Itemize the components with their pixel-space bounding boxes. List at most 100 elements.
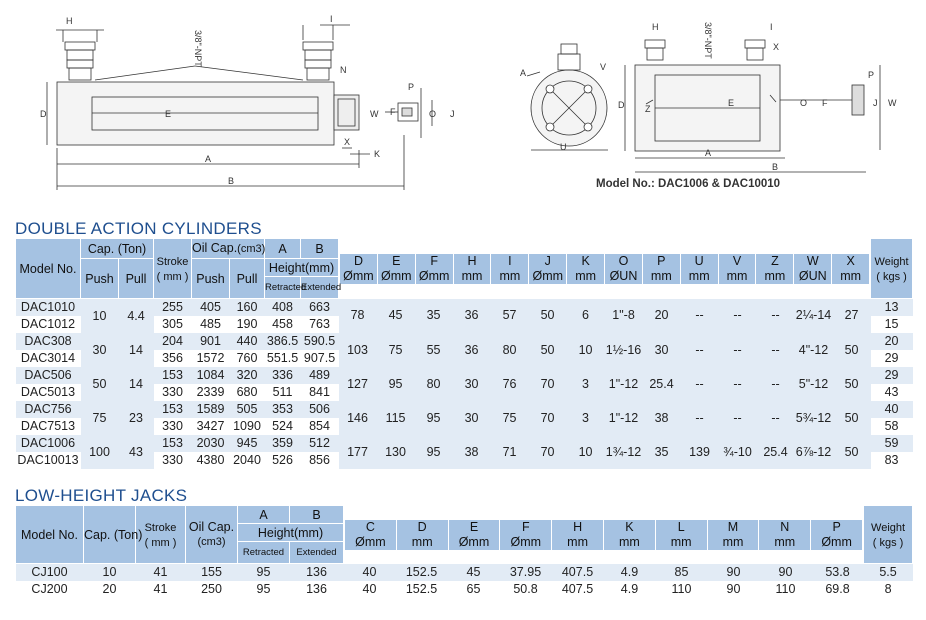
- oil-push-cell: 485: [191, 316, 230, 333]
- jack-header-unit: Ømm: [355, 534, 386, 549]
- dim-p-cell: 30: [642, 333, 681, 367]
- dim-i-cell: 57: [490, 298, 529, 333]
- jack-weight-cell: 8: [863, 581, 913, 598]
- dim-h-cell: 38: [452, 435, 491, 469]
- dim-p-cell: 35: [642, 435, 681, 469]
- dim-i-cell: 76: [490, 367, 529, 401]
- jack-extended-cell: 136: [289, 563, 344, 581]
- svg-text:O: O: [429, 109, 436, 119]
- svg-text:P: P: [408, 82, 414, 92]
- jack-n-cell: 110: [759, 581, 812, 598]
- model-cell: DAC7513: [15, 418, 81, 435]
- dim-d-cell: 177: [338, 435, 377, 469]
- jack-stroke-cell: 41: [135, 563, 186, 581]
- header-push: Push: [80, 258, 119, 299]
- stroke-cell: 330: [153, 384, 192, 401]
- svg-text:X: X: [344, 137, 350, 147]
- push-cell: 30: [80, 333, 119, 367]
- dim-f-cell: 55: [414, 333, 453, 367]
- extended-cell: 841: [300, 384, 339, 401]
- svg-text:V: V: [600, 62, 606, 72]
- jack-header-letter: P: [832, 519, 841, 534]
- stroke-cell: 153: [153, 401, 192, 418]
- header-height: Height(mm): [264, 258, 340, 277]
- retracted-cell: 359: [264, 435, 301, 452]
- svg-text:B: B: [772, 162, 778, 172]
- jack-header-unit: mm: [618, 534, 640, 549]
- model-cell: DAC1010: [15, 298, 81, 316]
- oil-pull-cell: 320: [229, 367, 265, 384]
- jack-header-retracted: Retracted: [237, 541, 290, 564]
- side-view-cylinder: [46, 24, 433, 190]
- oil-push-cell: 2030: [191, 435, 230, 452]
- header-stroke: Stroke( mm ): [153, 238, 193, 299]
- dim-h-cell: 30: [452, 367, 491, 401]
- svg-text:J: J: [873, 98, 878, 108]
- stroke-cell: 153: [153, 435, 192, 452]
- jack-p-cell: 69.8: [811, 581, 864, 598]
- jack-h-cell: 407.5: [551, 563, 604, 581]
- jack-header-letter: L: [677, 519, 685, 534]
- svg-text:3/8"-NPT: 3/8"-NPT: [193, 30, 203, 67]
- oil-pull-cell: 190: [229, 316, 265, 333]
- oil-push-cell: 1589: [191, 401, 230, 418]
- header-unit: mm: [840, 268, 862, 283]
- extended-cell: 506: [300, 401, 339, 418]
- push-cell: 10: [80, 298, 119, 333]
- header-a: A: [264, 238, 302, 259]
- svg-text:W: W: [888, 98, 897, 108]
- dim-p-cell: 20: [642, 298, 681, 333]
- stroke-cell: 356: [153, 350, 192, 367]
- dim-f-cell: 95: [414, 401, 453, 435]
- header-letter: Z: [771, 253, 779, 268]
- retracted-cell: 353: [264, 401, 301, 418]
- low-height-jacks-title: LOW-HEIGHT JACKS: [15, 486, 188, 505]
- jack-header-letter: H: [573, 519, 583, 534]
- dim-u-cell: --: [680, 298, 719, 333]
- oil-pull-cell: 760: [229, 350, 265, 367]
- dim-o-cell: 1¾-12: [604, 435, 643, 469]
- dim-v-cell: --: [718, 401, 757, 435]
- svg-text:W: W: [370, 109, 379, 119]
- dim-j-cell: 50: [528, 333, 567, 367]
- pull-cell: 43: [118, 435, 154, 469]
- jack-extended-cell: 136: [289, 581, 344, 598]
- header-letter: X: [846, 253, 855, 268]
- dim-j-cell: 50: [528, 298, 567, 333]
- svg-text:A: A: [205, 154, 211, 164]
- header-letter: K: [581, 253, 590, 268]
- extended-cell: 854: [300, 418, 339, 435]
- pull-cell: 4.4: [118, 298, 154, 333]
- dim-v-cell: --: [718, 333, 757, 367]
- svg-text:H: H: [652, 22, 659, 32]
- model-cell: DAC5013: [15, 384, 81, 401]
- dim-w-cell: 6⅞-12: [794, 435, 833, 469]
- dim-e-cell: 75: [376, 333, 415, 367]
- oil-pull-cell: 1090: [229, 418, 265, 435]
- svg-text:N: N: [340, 65, 347, 75]
- jack-p-cell: 53.8: [811, 563, 864, 581]
- jack-k-cell: 4.9: [603, 581, 656, 598]
- header-letter: W: [806, 253, 819, 268]
- dim-j-cell: 70: [528, 435, 567, 469]
- jack-header-unit: Ømm: [821, 534, 852, 549]
- weight-cell: 83: [870, 452, 913, 469]
- jack-oil-cell: 155: [185, 563, 238, 581]
- end-view-circle: [526, 43, 608, 151]
- oil-push-cell: 1572: [191, 350, 230, 367]
- extended-cell: 590.5: [300, 333, 339, 350]
- jack-header-unit: mm: [774, 534, 796, 549]
- jack-model-cell: CJ200: [15, 581, 84, 598]
